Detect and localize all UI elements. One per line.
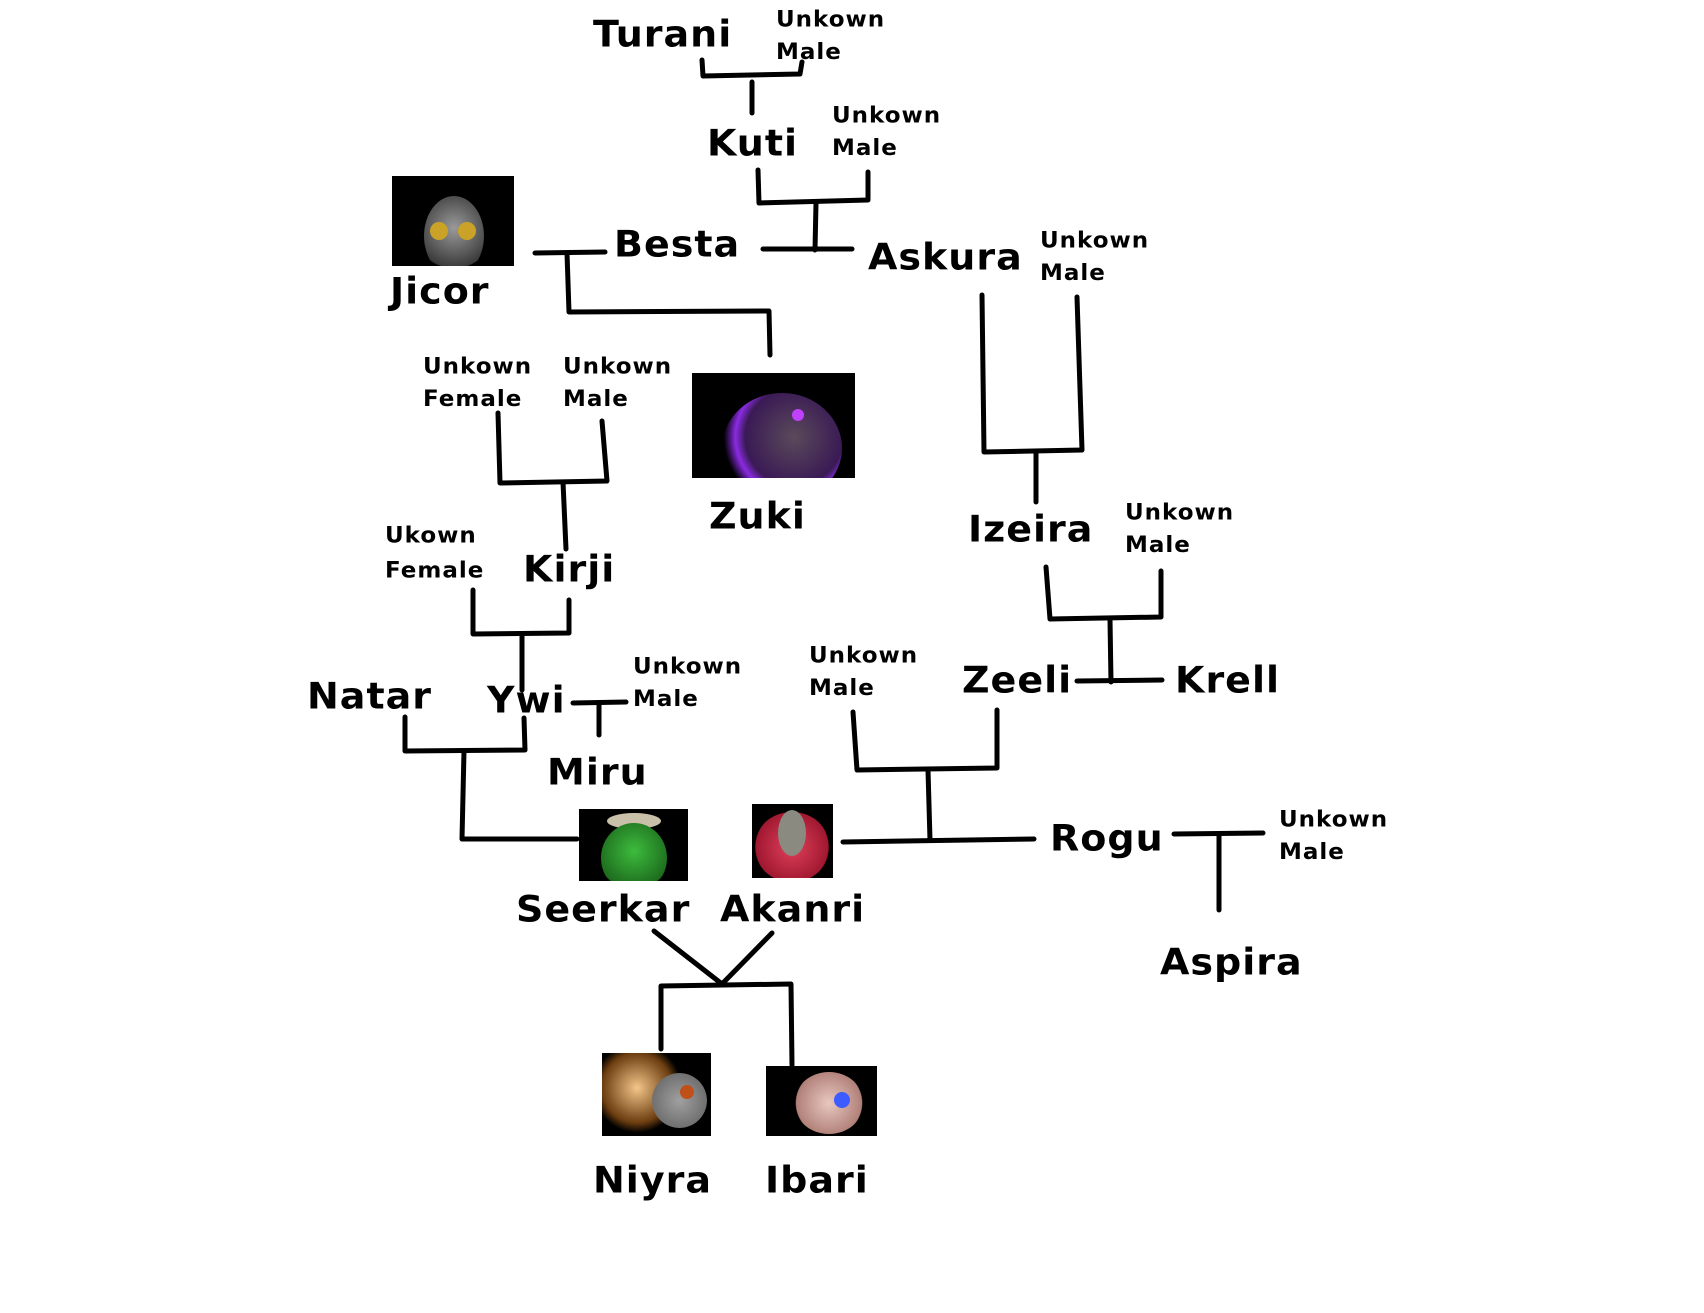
connector <box>925 767 933 843</box>
person-krell: Krell <box>1175 659 1281 701</box>
person-turani: Turani <box>593 13 733 55</box>
connector <box>1107 616 1114 685</box>
portrait-ibari <box>766 1066 877 1136</box>
unknown-gender: Female <box>423 386 523 412</box>
connector <box>850 707 1000 773</box>
unknown-label-line: Unkown <box>633 654 743 680</box>
connector <box>470 587 572 637</box>
connector <box>459 748 580 842</box>
connector <box>560 479 569 552</box>
unknown-gender: Male <box>1125 532 1191 558</box>
unknown-gender: Male <box>832 135 898 161</box>
unknown-label-line: Unkown <box>809 643 919 669</box>
unknown-label-line: Unkown <box>776 7 886 33</box>
connector <box>495 410 610 486</box>
unknown-kuti-mate: Unkown Male <box>832 100 941 165</box>
unknown-label-line: Unkown <box>1279 807 1389 833</box>
unknown-gender: Male <box>809 675 875 701</box>
unknown-gender: Male <box>633 686 699 712</box>
connector <box>658 981 795 1068</box>
connector <box>755 167 871 206</box>
unknown-kirji-mate: Ukown Female <box>385 519 484 589</box>
unknown-gender: Male <box>1040 260 1106 286</box>
person-zuki: Zuki <box>709 495 806 537</box>
unknown-kirji-father: Unkown Male <box>563 351 672 416</box>
connector <box>840 836 1037 845</box>
person-besta: Besta <box>614 223 741 265</box>
portrait-niyra <box>602 1053 711 1136</box>
unknown-izeira-mate: Unkown Male <box>1125 497 1234 562</box>
person-aspira: Aspira <box>1160 941 1303 983</box>
unknown-gender: Female <box>385 558 485 584</box>
unknown-kirji-mother: Unkown Female <box>423 351 532 416</box>
connector <box>651 928 775 987</box>
unknown-zeeli-mate: Unkown Male <box>809 640 918 705</box>
portrait-seerkar <box>579 809 688 881</box>
portrait-akanri <box>752 804 833 878</box>
unknown-turani-mate: Unkown Male <box>776 4 885 69</box>
person-seerkar: Seerkar <box>516 888 691 930</box>
unknown-label-line: Ukown <box>385 523 477 549</box>
unknown-askura-mate: Unkown Male <box>1040 225 1149 290</box>
person-kuti: Kuti <box>707 122 799 164</box>
connector <box>812 200 819 253</box>
unknown-label-line: Unkown <box>1040 228 1150 254</box>
person-akanri: Akanri <box>720 888 866 930</box>
unknown-rogu-mate: Unkown Male <box>1279 804 1388 869</box>
connector <box>564 250 773 358</box>
person-zeeli: Zeeli <box>962 659 1073 701</box>
unknown-gender: Male <box>776 39 842 65</box>
person-ywi: Ywi <box>487 679 566 721</box>
unknown-gender: Male <box>1279 839 1345 865</box>
person-askura: Askura <box>868 236 1023 278</box>
connector <box>699 57 805 79</box>
connector <box>532 249 608 256</box>
portrait-jicor <box>392 176 514 266</box>
person-natar: Natar <box>307 675 432 717</box>
unknown-gender: Male <box>563 386 629 412</box>
unknown-label-line: Unkown <box>423 354 533 380</box>
unknown-label-line: Unkown <box>832 103 942 129</box>
person-jicor: Jicor <box>390 270 490 312</box>
person-rogu: Rogu <box>1050 817 1164 859</box>
connector <box>1074 677 1165 684</box>
unknown-ywi-mate: Unkown Male <box>633 651 742 716</box>
connector <box>979 292 1085 455</box>
person-niyra: Niyra <box>593 1159 712 1201</box>
unknown-label-line: Unkown <box>563 354 673 380</box>
person-miru: Miru <box>547 751 648 793</box>
person-ibari: Ibari <box>765 1159 869 1201</box>
unknown-label-line: Unkown <box>1125 500 1235 526</box>
portrait-zuki <box>692 373 855 478</box>
person-kirji: Kirji <box>523 548 616 590</box>
person-izeira: Izeira <box>968 508 1094 550</box>
connector <box>402 714 528 754</box>
connector <box>1043 564 1164 622</box>
